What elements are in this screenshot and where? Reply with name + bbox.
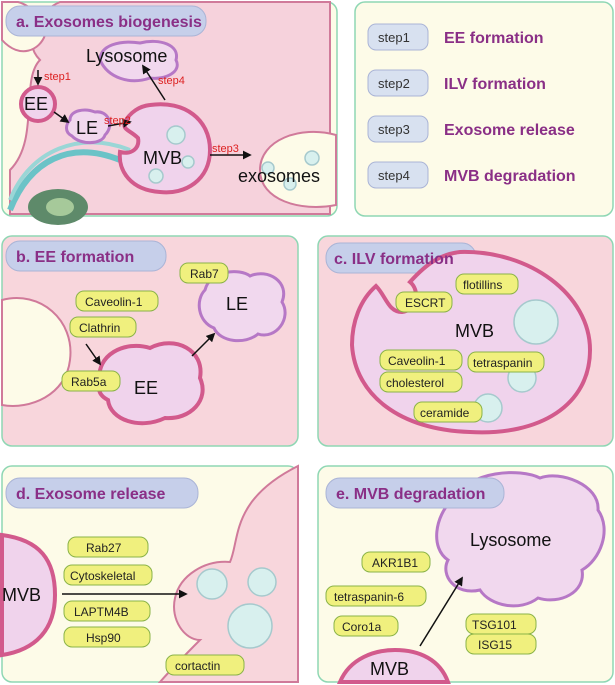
mvb-label-d: MVB	[2, 585, 41, 605]
ee-label-b: EE	[134, 378, 158, 398]
panel-e: e. MVB degradation Lysosome MVB AKR1B1 t…	[317, 465, 614, 684]
step4-label: step4	[158, 75, 185, 87]
le-label-b: LE	[226, 294, 248, 314]
legend-step-label: step3	[378, 122, 410, 137]
tag-tetraspanin-6: tetraspanin-6	[334, 590, 404, 604]
step3-label: step3	[212, 143, 239, 155]
mvb-label-c: MVB	[455, 321, 494, 341]
le-label: LE	[76, 118, 98, 138]
tag-coro1a: Coro1a	[342, 620, 382, 634]
tag-ceramide: ceramide	[420, 406, 470, 420]
panel-d: d. Exosome release MVB Rab27 Cytoskeleta…	[0, 464, 299, 683]
tag-escrt: ESCRT	[405, 296, 446, 310]
legend-item: step1 EE formation	[367, 23, 544, 51]
tag-akr1b1: AKR1B1	[372, 556, 418, 570]
legend-item: step2 ILV formation	[367, 69, 546, 97]
tag-caveolin-c: Caveolin-1	[388, 354, 446, 368]
panel-d-title: d. Exosome release	[16, 486, 166, 503]
legend-panel: step1 EE formation step2 ILV formation s…	[354, 1, 614, 217]
tag-clathrin: Clathrin	[79, 321, 120, 335]
panel-a: a. Exosomes biogenesis Lysosome EE LE MV…	[1, 1, 338, 225]
panel-b-title: b. EE formation	[16, 249, 134, 266]
tag-isg15: ISG15	[478, 638, 512, 652]
legend-item: step4 MVB degradation	[367, 161, 576, 189]
ee-label: EE	[24, 94, 48, 114]
legend-step-label: step4	[378, 168, 410, 183]
tag-cytoskeletal: Cytoskeletal	[70, 569, 135, 583]
lysosome-label: Lysosome	[86, 46, 167, 66]
panel-c-title: c. ILV formation	[334, 251, 454, 268]
tag-tsg101: TSG101	[472, 618, 517, 632]
tag-rab5a: Rab5a	[71, 375, 107, 389]
step2-label: step2	[104, 115, 131, 127]
legend-step-label: step1	[378, 30, 410, 45]
tag-flotillins: flotillins	[463, 278, 502, 292]
step1-label: step1	[44, 71, 71, 83]
lysosome-label-e: Lysosome	[470, 530, 551, 550]
legend-item: step3 Exosome release	[367, 115, 575, 143]
tag-hsp90: Hsp90	[86, 631, 121, 645]
legend-step-name: ILV formation	[444, 76, 546, 93]
mvb-label-e: MVB	[370, 659, 409, 679]
tag-cortactin: cortactin	[175, 659, 220, 673]
tag-tetraspanin: tetraspanin	[473, 356, 532, 370]
legend-step-name: MVB degradation	[444, 168, 576, 185]
panel-c: c. ILV formation MVB flotillins ESCRT Ca…	[317, 235, 614, 447]
tag-laptm4b: LAPTM4B	[74, 605, 129, 619]
panel-e-title: e. MVB degradation	[336, 486, 485, 503]
panel-b: b. EE formation EE LE Caveolin-1 Clathri…	[1, 235, 299, 447]
legend-step-name: EE formation	[444, 30, 544, 47]
mvb-label: MVB	[143, 148, 182, 168]
panel-a-title: a. Exosomes biogenesis	[16, 14, 202, 31]
tag-rab7: Rab7	[190, 267, 219, 281]
tag-caveolin: Caveolin-1	[85, 295, 143, 309]
tag-rab27: Rab27	[86, 541, 122, 555]
exosomes-label: exosomes	[238, 166, 320, 186]
legend-step-name: Exosome release	[444, 122, 575, 139]
legend-step-label: step2	[378, 76, 410, 91]
tag-cholesterol: cholesterol	[386, 376, 444, 390]
